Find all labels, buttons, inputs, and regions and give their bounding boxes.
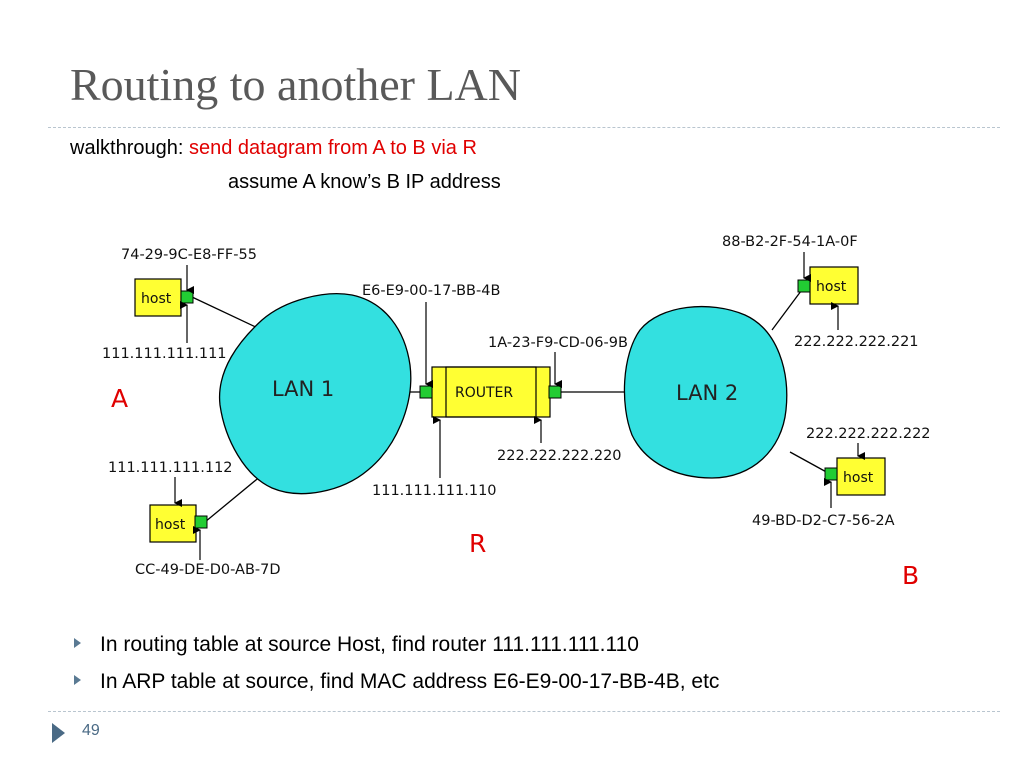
host-mac-address: 88-B2-2F-54-1A-0F	[722, 234, 858, 250]
marker-b: B	[902, 561, 920, 590]
host-ip-address: 111.111.111.111	[102, 346, 227, 362]
assume-text: assume A know’s B IP address	[228, 171, 501, 193]
page-number: 49	[82, 722, 100, 739]
router-right-mac: 1A-23-F9-CD-06-9B	[488, 335, 628, 351]
footer-divider	[48, 711, 1000, 712]
host-node: host	[134, 278, 194, 317]
host-node: host	[149, 504, 208, 543]
bullet-triangle-icon	[74, 675, 81, 686]
svg-text:host: host	[141, 291, 172, 307]
host-ip-address: 222.222.222.221	[794, 334, 919, 350]
router-left-mac: E6-E9-00-17-BB-4B	[362, 283, 500, 299]
marker-r: R	[469, 529, 487, 558]
walkthrough-line: walkthrough: send datagram from A to B v…	[70, 137, 477, 160]
host-mac-address: CC-49-DE-D0-AB-7D	[135, 562, 281, 578]
host-ip-address: 111.111.111.112	[108, 460, 233, 476]
host-node: host	[797, 266, 859, 305]
bullet-list: In routing table at source Host, find ro…	[74, 626, 719, 700]
router-nic-left-icon	[419, 385, 433, 399]
router-nic-right-icon	[548, 385, 562, 399]
marker-a: A	[111, 384, 129, 413]
host-nic-icon	[797, 279, 811, 293]
slide-title: Routing to another LAN	[70, 59, 521, 110]
walkthrough-label: walkthrough:	[70, 137, 184, 159]
svg-text:host: host	[155, 517, 186, 533]
host-nic-icon	[194, 515, 208, 529]
footer-triangle-icon	[52, 723, 65, 743]
walkthrough-text: send datagram from A to B via R	[188, 137, 477, 159]
lan-1-label: LAN 1	[272, 377, 334, 401]
lan-2-label: LAN 2	[676, 381, 738, 405]
bullet-item: In routing table at source Host, find ro…	[74, 626, 719, 663]
svg-text:host: host	[843, 470, 874, 486]
host-nic-icon	[824, 467, 838, 481]
host-mac-address: 49-BD-D2-C7-56-2A	[752, 513, 895, 529]
router-node: ROUTER	[419, 366, 562, 418]
svg-text:ROUTER: ROUTER	[455, 385, 513, 401]
router-left-ip: 111.111.111.110	[372, 483, 497, 499]
svg-text:host: host	[816, 279, 847, 295]
lan-1-cloud	[218, 293, 412, 495]
bullet-triangle-icon	[74, 638, 81, 649]
router-right-ip: 222.222.222.220	[497, 448, 622, 464]
host-mac-address: 74-29-9C-E8-FF-55	[121, 247, 257, 263]
host-nic-icon	[180, 290, 194, 304]
bullet-item: In ARP table at source, find MAC address…	[74, 663, 719, 700]
lan-2-cloud	[623, 305, 788, 479]
host-ip-address: 222.222.222.222	[806, 426, 931, 442]
title-divider	[48, 127, 1000, 128]
host-node: host	[824, 457, 886, 496]
